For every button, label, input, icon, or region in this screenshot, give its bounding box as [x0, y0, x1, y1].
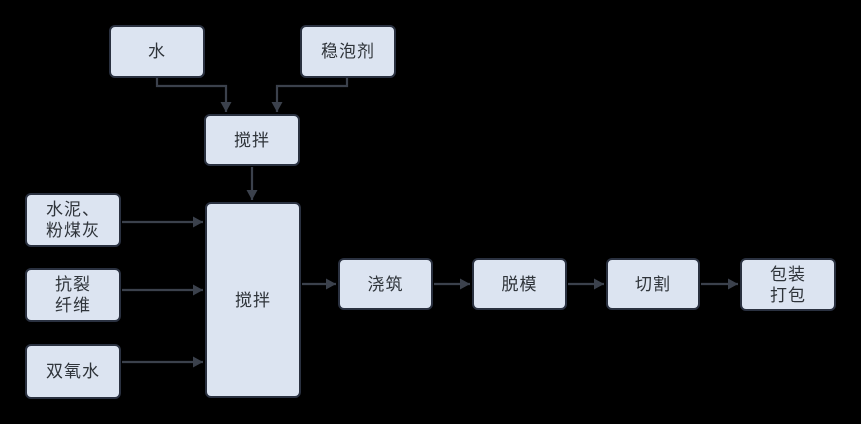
node-water: 水: [109, 25, 205, 78]
node-foam-stabilizer: 稳泡剂: [300, 25, 396, 78]
edge-stabilizer-to-premix: [271, 78, 349, 112]
node-water-label: 水: [148, 42, 166, 61]
node-premix-stir-label: 搅拌: [234, 130, 270, 150]
node-anticrack-fiber: 抗裂 纤维: [25, 268, 121, 322]
node-packaging: 包装 打包: [740, 258, 836, 311]
node-cutting: 切割: [606, 258, 700, 310]
node-packaging-label: 包装 打包: [770, 264, 806, 305]
node-premix-stir: 搅拌: [204, 114, 300, 166]
node-cement-flyash-label: 水泥、 粉煤灰: [46, 200, 100, 240]
node-foam-stabilizer-label: 稳泡剂: [321, 42, 375, 61]
node-hydrogen-peroxide: 双氧水: [25, 344, 121, 399]
node-demolding: 脱模: [472, 258, 567, 310]
node-cement-flyash: 水泥、 粉煤灰: [25, 193, 121, 247]
node-main-stir-label: 搅拌: [235, 290, 271, 310]
node-pouring-label: 浇筑: [367, 274, 404, 294]
node-cutting-label: 切割: [635, 274, 671, 294]
node-hydrogen-peroxide-label: 双氧水: [46, 362, 100, 381]
node-demolding-label: 脱模: [501, 274, 538, 294]
edge-water-to-premix: [155, 78, 232, 112]
node-main-stir: 搅拌: [205, 202, 301, 398]
node-anticrack-fiber-label: 抗裂 纤维: [55, 275, 91, 315]
node-pouring: 浇筑: [338, 258, 433, 310]
